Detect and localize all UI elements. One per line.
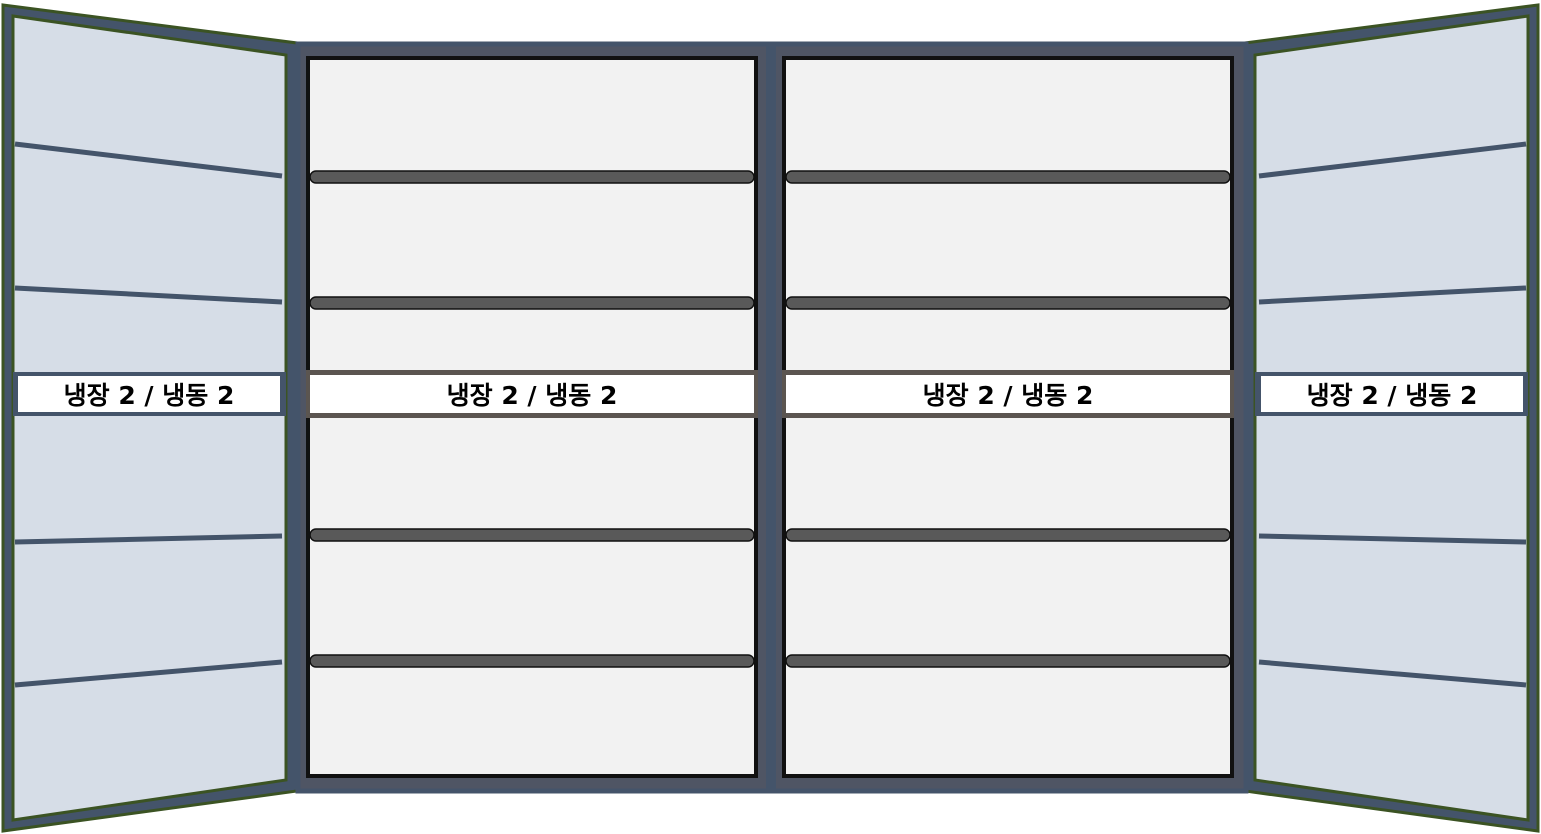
- right-door-bin: [1258, 533, 1527, 545]
- right-door-inner: [1253, 14, 1530, 822]
- left-door-bin: [14, 141, 283, 179]
- left-door-bin: [14, 659, 283, 688]
- left-compartment-shelf: [309, 528, 755, 542]
- left-door-mode-label[interactable]: 냉장 2 / 냉동 2: [18, 376, 280, 412]
- left-door-inner: [11, 14, 288, 822]
- right-compartment-shelf: [785, 296, 1231, 310]
- right-door-bin: [1258, 659, 1527, 688]
- right-door-bin: [1258, 141, 1527, 179]
- left-compartment[interactable]: [306, 56, 758, 778]
- right-compartment-shelf: [785, 170, 1231, 184]
- left-door[interactable]: [1, 3, 299, 833]
- right-compartment-mode-label[interactable]: 냉장 2 / 냉동 2: [786, 375, 1230, 413]
- right-compartment-shelf: [785, 654, 1231, 668]
- left-door-bin: [14, 533, 283, 545]
- left-compartment-mode-label[interactable]: 냉장 2 / 냉동 2: [310, 375, 754, 413]
- right-door-mode-label[interactable]: 냉장 2 / 냉동 2: [1261, 376, 1523, 412]
- cabinet-center-post: [766, 44, 776, 791]
- right-compartment-shelf: [785, 528, 1231, 542]
- right-door-bin: [1258, 285, 1527, 305]
- left-door-bin: [14, 285, 283, 305]
- left-compartment-shelf: [309, 654, 755, 668]
- left-compartment-shelf: [309, 296, 755, 310]
- right-door[interactable]: [1243, 3, 1540, 833]
- right-compartment[interactable]: [782, 56, 1234, 778]
- left-compartment-shelf: [309, 170, 755, 184]
